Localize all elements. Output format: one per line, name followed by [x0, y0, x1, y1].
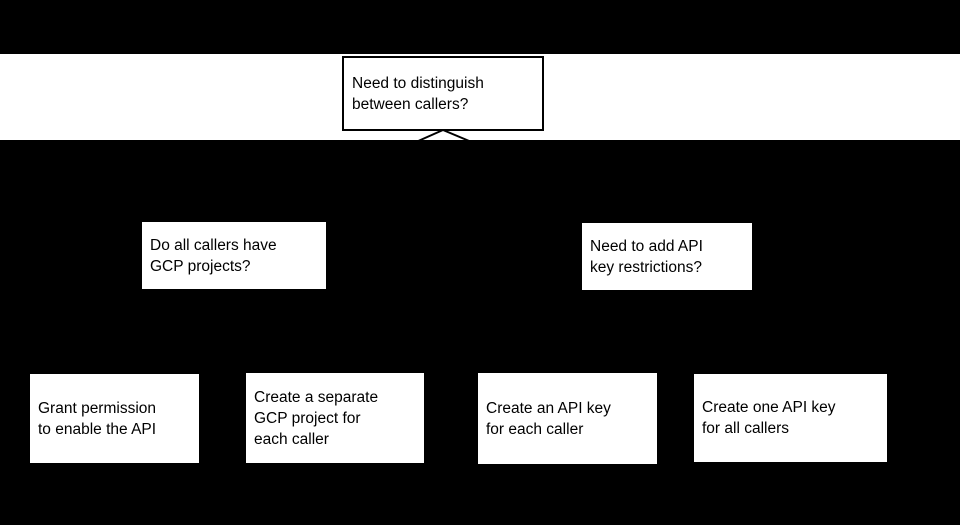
- node-outcome-api-key-per-caller: Create an API key for each caller: [478, 373, 657, 464]
- node-api-key-restrictions-question: Need to add API key restrictions?: [582, 223, 752, 290]
- connector-root-to-left-question: [233, 129, 444, 224]
- connector-right-question-to-key-each: [566, 288, 668, 375]
- node-root-question: Need to distinguish between callers?: [342, 56, 544, 131]
- node-outcome-grant-permission: Grant permission to enable the API: [30, 374, 199, 463]
- connector-right-question-to-key-all: [666, 288, 791, 376]
- connector-left-question-to-separate-project: [233, 287, 336, 375]
- node-outcome-one-api-key-all: Create one API key for all callers: [694, 374, 887, 462]
- connector-root-to-right-question: [442, 129, 668, 225]
- node-gcp-projects-question: Do all callers have GCP projects?: [142, 222, 326, 289]
- node-outcome-separate-gcp-project: Create a separate GCP project for each c…: [246, 373, 424, 463]
- connector-left-question-to-grant: [113, 287, 235, 376]
